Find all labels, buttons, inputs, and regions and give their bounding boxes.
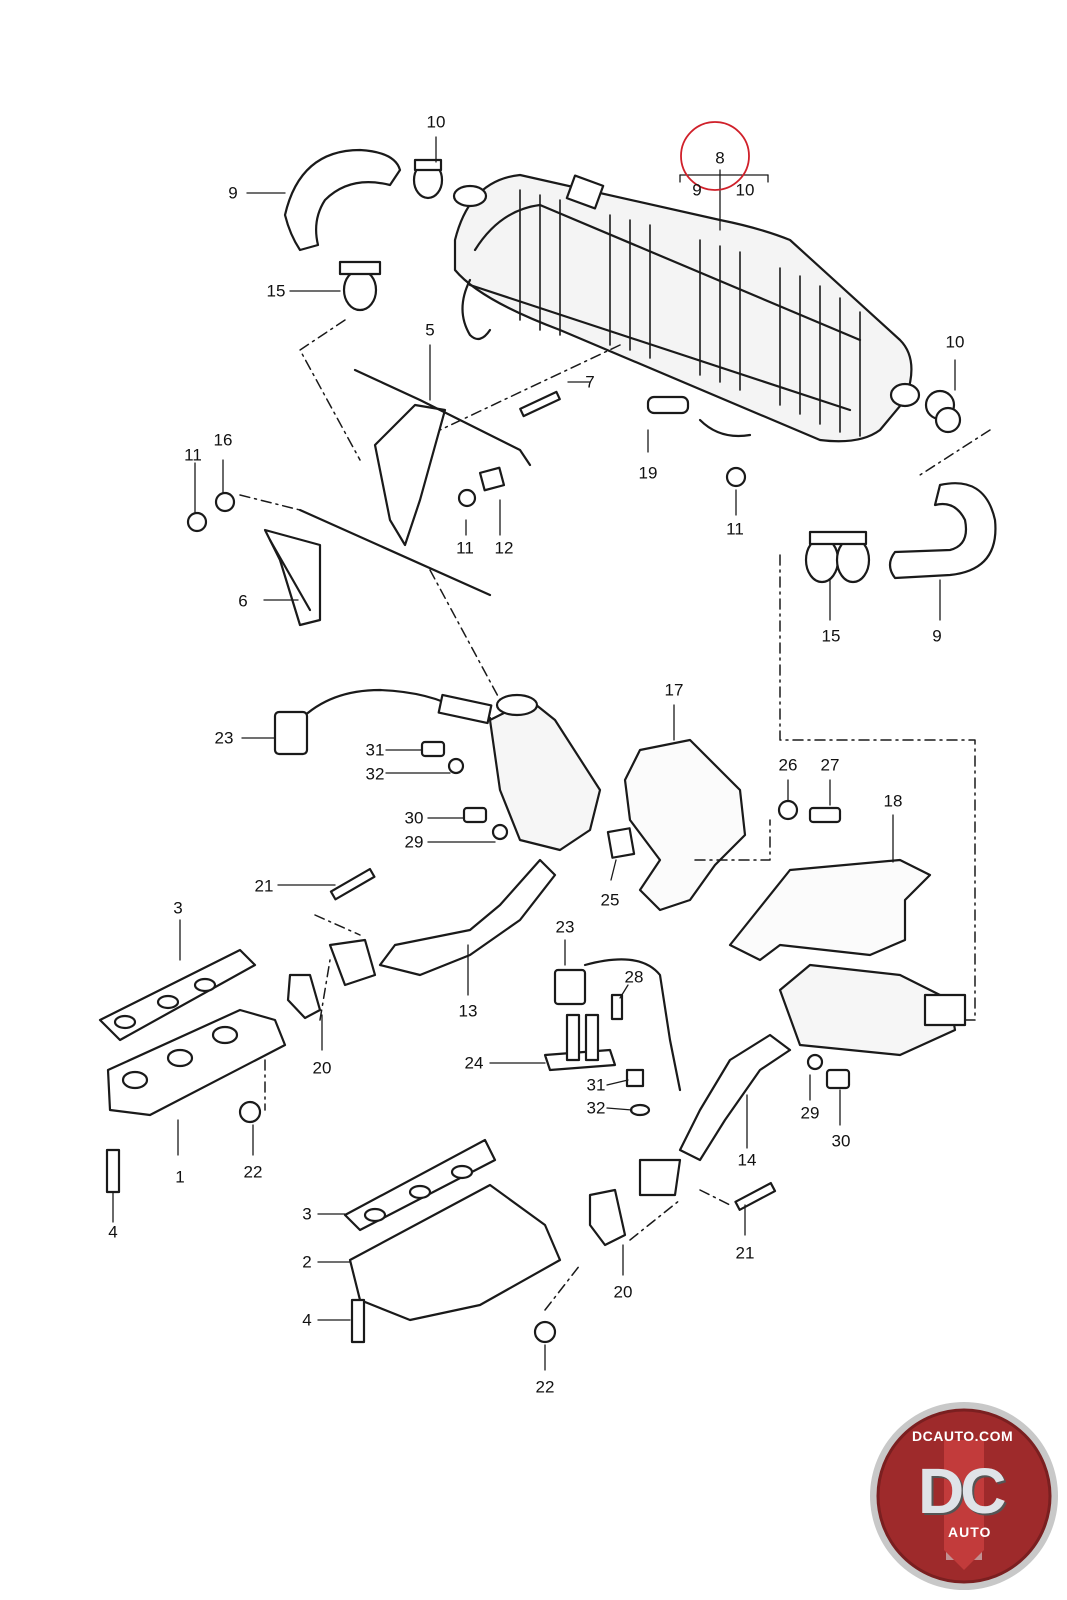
callout-label: 29 <box>404 832 424 852</box>
callout-label: 9 <box>932 626 942 646</box>
callout-label: 15 <box>821 626 841 646</box>
callout-label: 8 <box>715 148 725 168</box>
callout-label: 31 <box>365 740 385 760</box>
callout-label: 9 <box>228 183 238 203</box>
callout-label: 11 <box>456 538 474 558</box>
callout-label: 10 <box>945 332 965 352</box>
callout-label: 28 <box>624 967 644 987</box>
callout-label: 27 <box>820 755 840 775</box>
dcauto-logo: DCAUTO.COM DC AUTO <box>868 1400 1060 1592</box>
hose-drawing <box>283 148 402 252</box>
callout-label: 15 <box>266 281 286 301</box>
callout-label: 16 <box>213 430 233 450</box>
callout-label: 5 <box>425 320 435 340</box>
callout-label: 1 <box>175 1167 185 1187</box>
callout-label: 21 <box>735 1243 755 1263</box>
callout-label: 18 <box>883 791 903 811</box>
callout-label: 21 <box>254 876 274 896</box>
muffler-drawing <box>452 173 921 443</box>
logo-mark: DC <box>918 1455 1006 1527</box>
callout-label: 30 <box>404 808 424 828</box>
callout-label: 20 <box>613 1282 633 1302</box>
callout-label: 13 <box>458 1001 478 1021</box>
logo-badge-icon <box>870 1402 1058 1590</box>
callout-label: 11 <box>726 519 744 539</box>
callout-label: 3 <box>173 898 183 918</box>
callout-label: 11 <box>184 445 202 465</box>
callout-label: 22 <box>243 1162 263 1182</box>
callout-label: 25 <box>600 890 620 910</box>
callout-label: 9 <box>692 180 702 200</box>
callout-label: 10 <box>735 180 755 200</box>
callout-label: 7 <box>585 372 595 392</box>
callout-label: 12 <box>494 538 514 558</box>
logo-domain: DCAUTO.COM <box>912 1428 1014 1444</box>
callout-label: 26 <box>778 755 798 775</box>
callout-label: 4 <box>302 1310 312 1330</box>
callout-label: 23 <box>555 917 575 937</box>
callout-label: 19 <box>638 463 658 483</box>
callout-label: 32 <box>586 1098 606 1118</box>
callout-label: 29 <box>800 1103 820 1123</box>
callout-label: 2 <box>302 1252 312 1272</box>
callout-label: 31 <box>586 1075 606 1095</box>
callout-label: 30 <box>831 1131 851 1151</box>
callout-label: 20 <box>312 1058 332 1078</box>
callout-label: 3 <box>302 1204 312 1224</box>
callout-label: 22 <box>535 1377 555 1397</box>
callout-label: 24 <box>464 1053 484 1073</box>
callout-label: 14 <box>737 1150 757 1170</box>
callout-label: 17 <box>664 680 684 700</box>
callout-label: 6 <box>238 591 248 611</box>
highlight-circle <box>680 121 750 191</box>
clamp-drawing <box>412 158 444 200</box>
callout-label: 10 <box>426 112 446 132</box>
callout-label: 4 <box>108 1222 118 1242</box>
logo-subtitle: AUTO <box>948 1524 992 1540</box>
callout-label: 23 <box>214 728 234 748</box>
callout-label: 32 <box>365 764 385 784</box>
